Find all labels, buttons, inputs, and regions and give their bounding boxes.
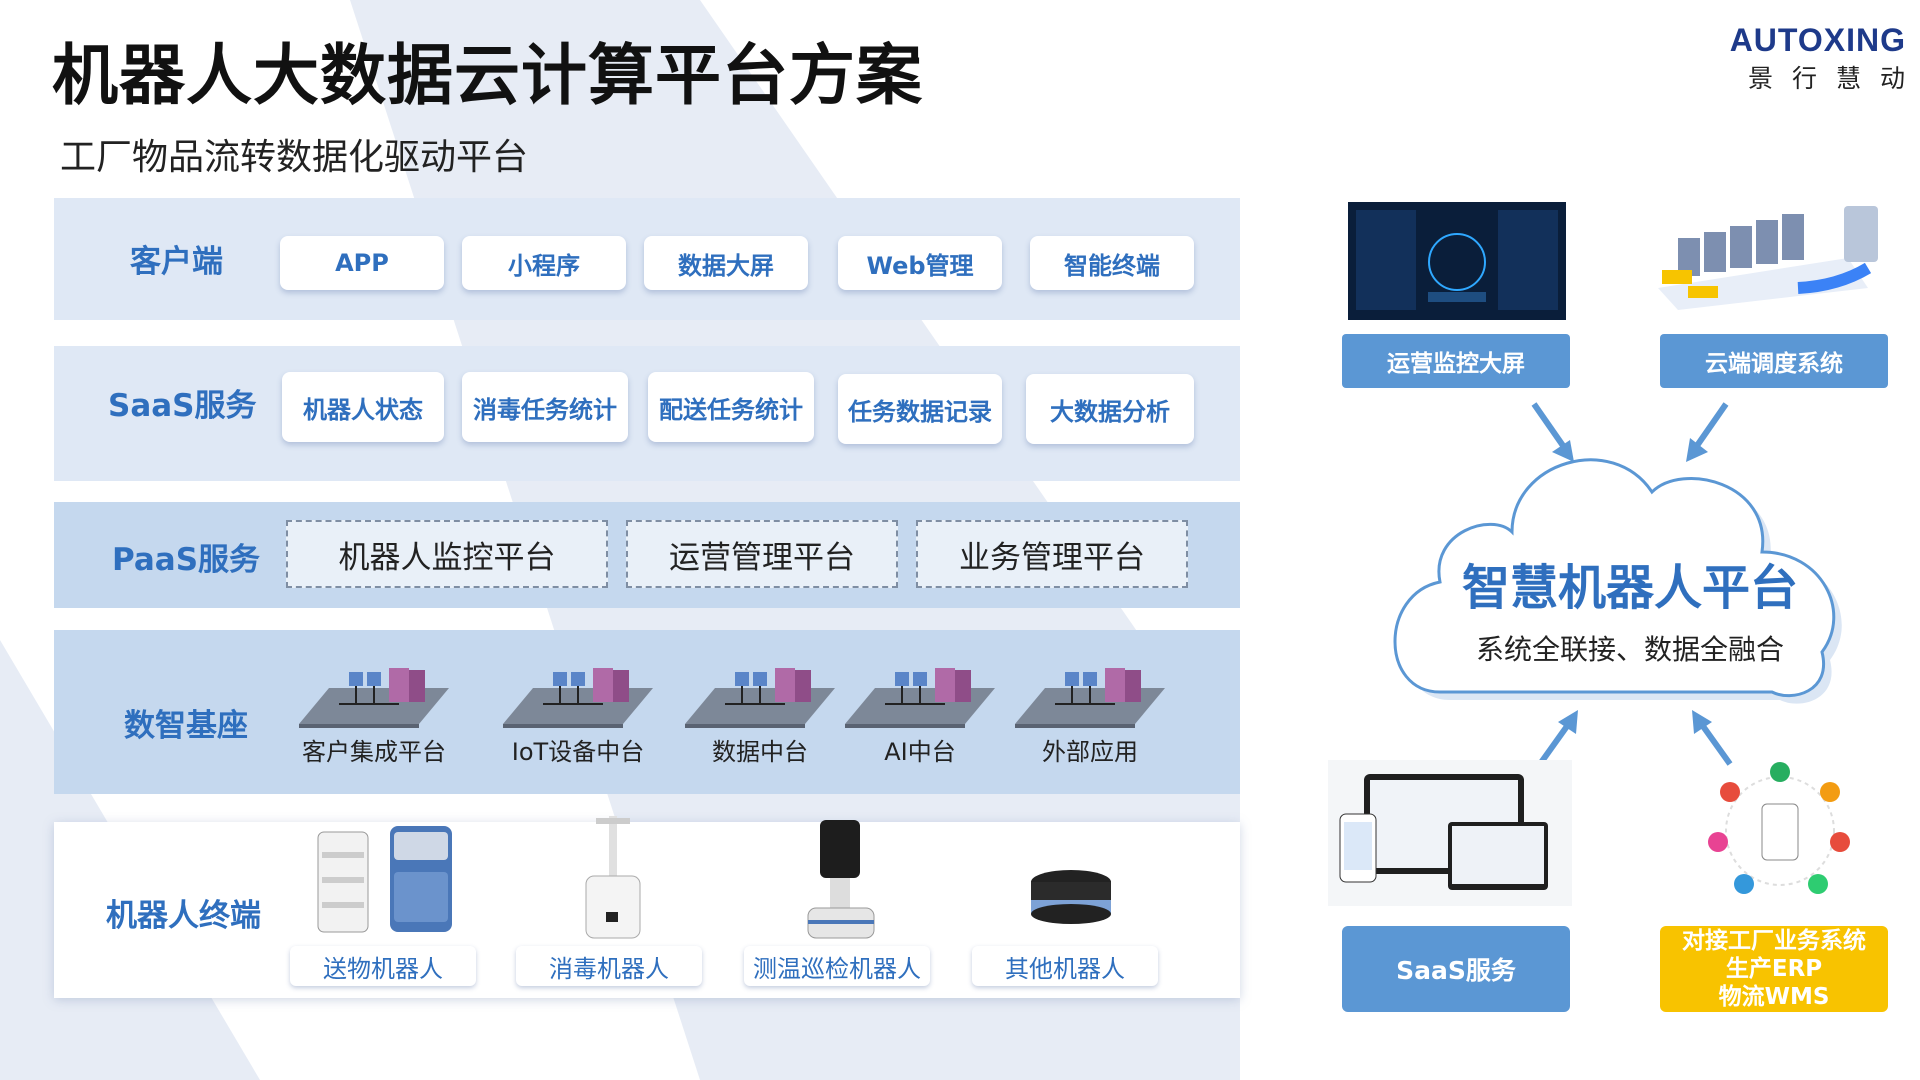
erp-line-3: 物流WMS bbox=[1718, 984, 1830, 1010]
logo-chinese: 景行慧动 bbox=[1747, 64, 1920, 93]
logo-brand: AUTOXING bbox=[1729, 22, 1906, 58]
layer-client-label: 客户端 bbox=[130, 244, 223, 280]
layer-paas: PaaS服务 机器人监控平台 运营管理平台 业务管理平台 bbox=[54, 502, 1240, 608]
cloud-subtitle: 系统全联接、数据全融合 bbox=[1475, 633, 1784, 666]
client-chip-app[interactable]: APP bbox=[280, 236, 444, 290]
base-node-ai: AI中台 bbox=[840, 668, 1000, 767]
terminal-chip-inspection[interactable]: 测温巡检机器人 bbox=[744, 946, 930, 986]
disinfection-robot-image bbox=[585, 816, 641, 939]
paas-robot-monitor-platform[interactable]: 机器人监控平台 bbox=[286, 520, 608, 588]
base-node-iot: IoT设备中台 bbox=[498, 668, 658, 767]
client-chip-datascreen[interactable]: 数据大屏 bbox=[644, 236, 808, 290]
dispatch-system-image bbox=[1658, 206, 1878, 310]
network-icon bbox=[685, 668, 835, 728]
erp-integration-image bbox=[1708, 762, 1850, 894]
network-icon bbox=[299, 668, 449, 728]
layer-saas-label: SaaS服务 bbox=[108, 388, 257, 424]
monitor-screen-image bbox=[1348, 202, 1566, 320]
inspection-robot-image bbox=[807, 820, 875, 939]
saas-chip-task-records[interactable]: 任务数据记录 bbox=[838, 374, 1002, 444]
terminal-chip-delivery[interactable]: 送物机器人 bbox=[290, 946, 476, 986]
erp-line-2: 生产ERP bbox=[1725, 956, 1823, 982]
layer-base-label: 数智基座 bbox=[124, 708, 248, 744]
dispatch-system-button[interactable]: 云端调度系统 bbox=[1660, 334, 1888, 388]
paas-operations-platform[interactable]: 运营管理平台 bbox=[626, 520, 898, 588]
client-chip-terminal[interactable]: 智能终端 bbox=[1030, 236, 1194, 290]
network-icon bbox=[1015, 668, 1165, 728]
base-node-label: 数据中台 bbox=[712, 738, 808, 766]
paas-business-platform[interactable]: 业务管理平台 bbox=[916, 520, 1188, 588]
base-node-label: AI中台 bbox=[884, 738, 956, 766]
erp-integration-button[interactable]: 对接工厂业务系统 生产ERP 物流WMS bbox=[1660, 926, 1888, 1012]
client-chip-miniprogram[interactable]: 小程序 bbox=[462, 236, 626, 290]
terminal-chip-other[interactable]: 其他机器人 bbox=[972, 946, 1158, 986]
monitor-screen-button[interactable]: 运营监控大屏 bbox=[1342, 334, 1570, 388]
saas-devices-image bbox=[1328, 760, 1572, 906]
saas-chip-delivery-stats[interactable]: 配送任务统计 bbox=[648, 372, 814, 442]
layer-terminal: 机器人终端 送物机器人 消毒机器人 测温巡检机器人 其他机器人 bbox=[54, 822, 1240, 998]
saas-chip-disinfection-stats[interactable]: 消毒任务统计 bbox=[462, 372, 628, 442]
saas-chip-robot-status[interactable]: 机器人状态 bbox=[282, 372, 444, 442]
base-node-data: 数据中台 bbox=[680, 668, 840, 767]
other-robot-image bbox=[1031, 870, 1111, 924]
erp-line-1: 对接工厂业务系统 bbox=[1682, 928, 1866, 954]
delivery-robot-image bbox=[317, 826, 452, 933]
layer-client: 客户端 APP 小程序 数据大屏 Web管理 智能终端 bbox=[54, 198, 1240, 320]
base-node-label: 客户集成平台 bbox=[302, 738, 446, 766]
client-chip-web[interactable]: Web管理 bbox=[838, 236, 1002, 290]
page-title: 机器人大数据云计算平台方案 bbox=[52, 37, 923, 114]
network-icon bbox=[845, 668, 995, 728]
layer-saas: SaaS服务 机器人状态 消毒任务统计 配送任务统计 任务数据记录 大数据分析 bbox=[54, 346, 1240, 481]
company-logo: AUTOXING 景行慧动 bbox=[1730, 22, 1906, 95]
base-node-external: 外部应用 bbox=[1010, 668, 1170, 767]
page-subtitle: 工厂物品流转数据化驱动平台 bbox=[60, 137, 529, 178]
base-node-label: IoT设备中台 bbox=[511, 738, 645, 766]
terminal-chip-disinfection[interactable]: 消毒机器人 bbox=[516, 946, 702, 986]
layer-paas-label: PaaS服务 bbox=[112, 542, 261, 578]
base-node-label: 外部应用 bbox=[1042, 738, 1138, 766]
cloud-title: 智慧机器人平台 bbox=[1461, 560, 1798, 616]
base-node-customer-integration: 客户集成平台 bbox=[294, 668, 454, 767]
layer-terminal-label: 机器人终端 bbox=[106, 898, 261, 934]
saas-service-button[interactable]: SaaS服务 bbox=[1342, 926, 1570, 1012]
saas-chip-bigdata-analysis[interactable]: 大数据分析 bbox=[1026, 374, 1194, 444]
network-icon bbox=[503, 668, 653, 728]
